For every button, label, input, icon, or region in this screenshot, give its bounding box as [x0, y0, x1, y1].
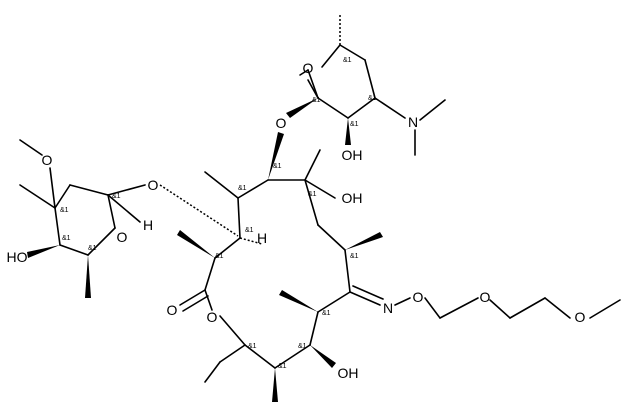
glycosidic-oxygen-desosamine: O — [276, 115, 287, 131]
stereo-label: &1 — [278, 363, 287, 370]
hydroxyl-cladinose: HO — [7, 249, 28, 265]
stereo-label: &1 — [308, 191, 317, 198]
dimethylamino-nitrogen: N — [408, 114, 418, 130]
stereo-label: &1 — [350, 253, 359, 260]
stereo-label: &1 — [298, 343, 307, 350]
stereo-descriptors: &1 &1 &1 &1 &1 &1 &1 &1 &1 &1 &1 &1 &1 &… — [60, 57, 377, 370]
stereo-label: &1 — [248, 343, 257, 350]
hydroxyl-c11: OH — [338, 365, 359, 381]
stereo-label: &1 — [368, 95, 377, 102]
stereo-label: &1 — [343, 57, 352, 64]
oxime-oxygen: O — [413, 289, 424, 305]
ether-oxygen-1: O — [480, 289, 491, 305]
carbonyl-oxygen: O — [167, 302, 178, 318]
stereo-label: &1 — [112, 193, 121, 200]
glycosidic-oxygen-cladinose: O — [148, 177, 159, 193]
stereo-label: &1 — [273, 163, 282, 170]
methoxy-oxygen: O — [42, 152, 53, 168]
stereo-label: &1 — [238, 185, 247, 192]
hydroxyl-desosamine: OH — [342, 147, 363, 163]
stereo-label: &1 — [322, 310, 331, 317]
hydroxyl-c6: OH — [342, 190, 363, 206]
macrolactone-ring — [159, 132, 621, 402]
anomeric-hydrogen: H — [143, 217, 153, 233]
ring-oxygen-desosamine: O — [303, 60, 314, 76]
stereo-label: &1 — [88, 245, 97, 252]
ring-oxygen-cladinose: O — [117, 229, 128, 245]
ether-oxygen-2: O — [575, 309, 586, 325]
stereo-label: &1 — [62, 235, 71, 242]
stereo-label: &1 — [312, 97, 321, 104]
stereo-label: &1 — [60, 207, 69, 214]
desosamine-ring — [286, 15, 446, 156]
lactone-oxygen: O — [207, 309, 218, 325]
stereo-label: &1 — [350, 121, 359, 128]
stereo-label: &1 — [245, 227, 254, 234]
stereo-label: &1 — [215, 253, 224, 260]
cladinose-ring — [19, 139, 146, 298]
oxime-nitrogen: N — [383, 300, 393, 316]
hydrogen-c4: H — [257, 230, 267, 246]
